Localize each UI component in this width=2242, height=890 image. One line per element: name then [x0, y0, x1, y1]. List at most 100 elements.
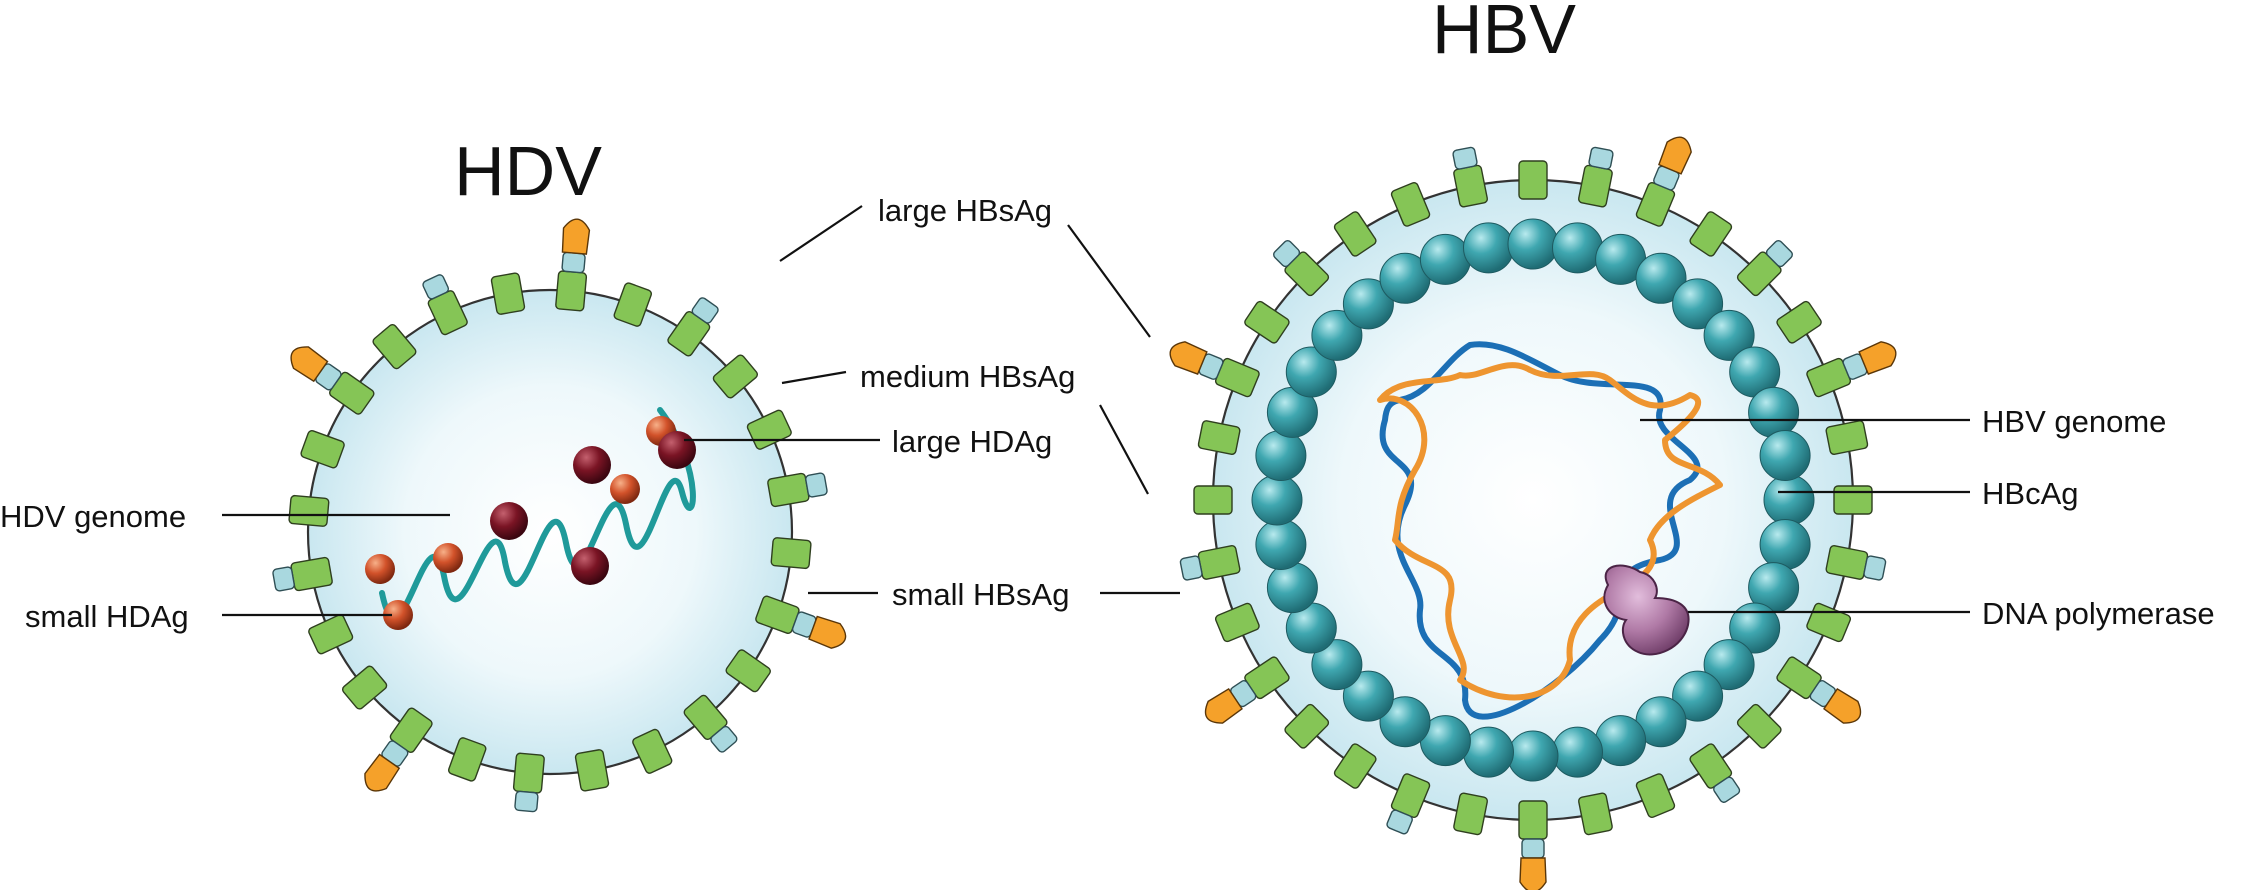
small-hbsag-domain	[1577, 792, 1613, 836]
small-hbsag-domain	[512, 752, 545, 794]
large-hbsag-domain	[1169, 341, 1208, 375]
small-hbsag-protein	[1736, 703, 1782, 749]
hbcag-subunit	[1595, 715, 1647, 767]
small-hbsag-protein	[1284, 703, 1330, 749]
hbcag-subunit	[1672, 278, 1724, 330]
large-hbsag-protein	[1635, 136, 1692, 227]
small-hdag-group	[365, 416, 676, 630]
large-hdag-particle	[490, 502, 528, 540]
small-hbsag-protein	[632, 728, 673, 774]
hbv-capsid-hbcag-ring	[1251, 218, 1815, 782]
hbcag-subunit	[1311, 639, 1363, 691]
large-hbsag-protein	[290, 346, 375, 415]
hbcag-subunit	[1463, 222, 1514, 274]
large-hbsag-domain	[1204, 687, 1243, 724]
medium-hbsag-protein	[1273, 240, 1330, 297]
medium-hbsag-protein	[512, 752, 545, 813]
small-hbsag-protein	[490, 272, 526, 315]
small-hbsag-protein	[1333, 211, 1377, 257]
large-hbsag-domain	[1858, 341, 1897, 375]
hbcag-subunit	[1463, 726, 1514, 778]
large-hdag-particle	[571, 547, 609, 585]
medium-hbsag-protein	[767, 472, 828, 508]
small-hbsag-protein	[1193, 485, 1233, 515]
small-hbsag-domain	[1284, 703, 1330, 749]
medium-hbsag-protein	[1179, 544, 1241, 581]
small-hbsag-protein	[1635, 773, 1676, 819]
medium-hbsag-domain	[272, 566, 295, 592]
small-hbsag-protein	[613, 282, 652, 327]
small-hbsag-domain	[1776, 300, 1822, 344]
hbv-genome-strand-orange	[1377, 362, 1723, 701]
small-hbsag-domain	[308, 614, 354, 655]
medium-hbsag-domain	[691, 297, 719, 324]
large-hbsag-domain	[1823, 687, 1862, 724]
small-hbsag-domain	[490, 272, 526, 315]
large-hbsag-domain	[364, 753, 401, 792]
small-hbsag-protein	[1390, 181, 1431, 227]
dna-polymerase-shape	[1603, 564, 1690, 656]
hbcag-subunit	[1285, 346, 1337, 398]
hbcag-subunit	[1342, 278, 1394, 330]
large-hdag-particle	[573, 446, 611, 484]
label-hdv-genome: HDV genome	[0, 499, 186, 534]
hdv-genome-strand	[379, 407, 696, 621]
large-hbsag-protein	[1776, 656, 1862, 724]
medium-hbsag-domain	[1713, 776, 1741, 803]
label-large-hdag: large HDAg	[892, 424, 1052, 459]
small-hbsag-domain	[1825, 420, 1869, 456]
large-hbsag-protein	[555, 218, 591, 312]
hbcag-subunit	[1672, 670, 1724, 722]
small-hbsag-domain	[770, 537, 812, 570]
medium-hbsag-protein	[272, 556, 333, 592]
medium-hbsag-protein	[422, 274, 468, 336]
hbcag-subunit	[1342, 670, 1394, 722]
small-hbsag-protein	[448, 737, 487, 782]
small-hbsag-protein	[1518, 160, 1548, 200]
hbv-particle	[1169, 136, 1897, 890]
small-hbsag-protein	[1244, 300, 1290, 344]
small-hbsag-domain	[712, 354, 759, 399]
label-medium-hbsag: medium HBsAg	[860, 359, 1075, 394]
hbcag-subunit	[1729, 602, 1781, 654]
small-hbsag-domain	[1736, 703, 1782, 749]
medium-hbsag-protein	[1386, 773, 1431, 835]
label-hbcag: HBcAg	[1982, 476, 2078, 511]
small-hbsag-domain	[1518, 160, 1548, 200]
label-small-hdag: small HDAg	[25, 599, 189, 634]
small-hbsag-protein	[308, 614, 354, 655]
small-hbsag-protein	[725, 649, 771, 693]
small-hbsag-protein	[300, 430, 345, 469]
medium-hbsag-domain	[514, 790, 539, 813]
hbcag-subunit	[1266, 562, 1318, 614]
small-hbsag-domain	[632, 728, 673, 774]
small-hdag-particle	[383, 600, 413, 630]
large-hbsag-domain	[561, 218, 591, 255]
small-hdag-particle	[433, 543, 463, 573]
small-hbsag-protein	[372, 323, 417, 370]
small-hbsag-domain	[555, 270, 588, 312]
large-hbsag-protein	[1204, 656, 1290, 724]
small-hbsag-domain	[1193, 485, 1233, 515]
medium-hbsag-protein	[1736, 240, 1793, 297]
hbcag-subunit	[1311, 309, 1363, 361]
hbcag-subunit	[1255, 430, 1307, 481]
label-small-hbsag: small HBsAg	[892, 577, 1069, 612]
small-hbsag-protein	[1833, 485, 1873, 515]
medium-hbsag-protein	[1825, 544, 1887, 581]
large-hdag-particle	[658, 431, 696, 469]
hdv-title: HDV	[454, 132, 602, 210]
hbcag-subunit	[1507, 730, 1559, 782]
small-hbsag-domain	[1518, 800, 1548, 840]
small-hbsag-protein	[1689, 211, 1733, 257]
small-hbsag-protein	[712, 354, 759, 399]
small-hbsag-protein	[1825, 420, 1869, 456]
small-hbsag-protein	[1214, 602, 1260, 643]
small-hbsag-protein	[770, 537, 812, 570]
hbcag-subunit	[1379, 696, 1431, 748]
medium-hbsag-domain	[561, 251, 586, 274]
medium-hbsag-protein	[667, 297, 719, 357]
small-hbsag-protein	[1577, 792, 1613, 836]
small-hbsag-domain	[1244, 300, 1290, 344]
small-hbsag-domain	[372, 323, 417, 370]
